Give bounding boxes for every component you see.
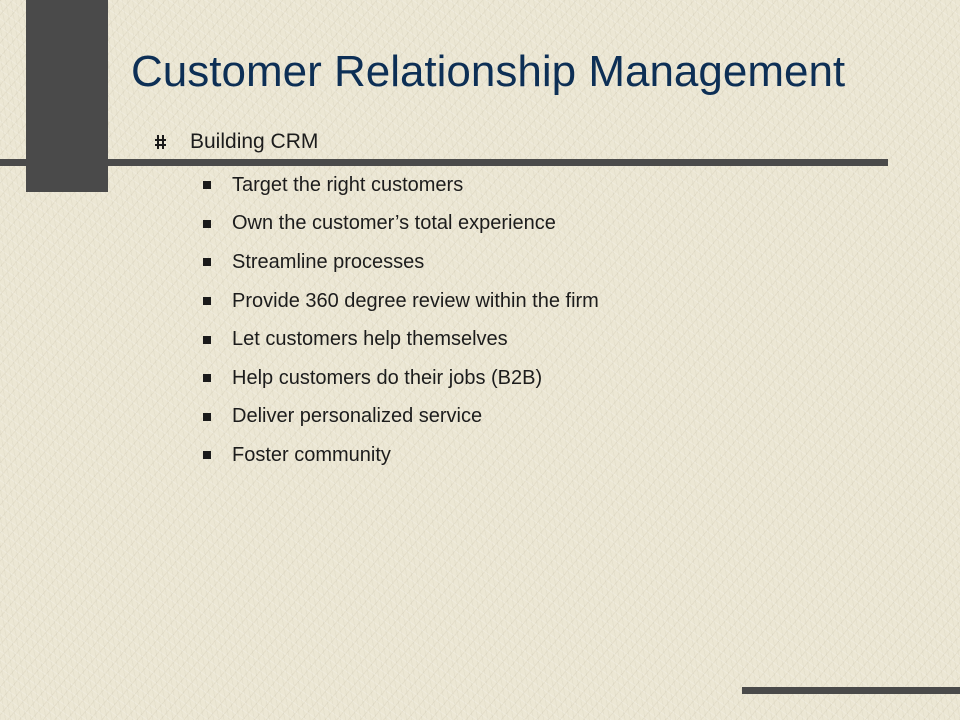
- list-item-text: Target the right customers: [232, 173, 464, 196]
- list-item-text: Deliver personalized service: [232, 405, 483, 428]
- list-item: Foster community: [203, 436, 599, 475]
- list-item: Let customers help themselves: [203, 320, 599, 359]
- list-item-text: Provide 360 degree review within the fir…: [232, 289, 599, 312]
- list-item-text: Let customers help themselves: [232, 328, 508, 351]
- square-bullet-icon: [203, 258, 211, 267]
- list-item-text: Streamline processes: [232, 250, 425, 273]
- square-bullet-icon: [203, 181, 211, 190]
- list-item: Streamline processes: [203, 243, 599, 282]
- slide-title: Customer Relationship Management: [131, 47, 846, 96]
- list-item: Deliver personalized service: [203, 398, 599, 437]
- list-item-text: Own the customer’s total experience: [232, 212, 556, 235]
- square-bullet-icon: [203, 451, 211, 460]
- square-bullet-icon: [203, 219, 211, 228]
- list-item: Target the right customers: [203, 166, 599, 205]
- list-item-text: Foster community: [232, 443, 391, 466]
- list-item: Provide 360 degree review within the fir…: [203, 282, 599, 321]
- list-item: Help customers do their jobs (B2B): [203, 359, 599, 398]
- list-item: Own the customer’s total experience: [203, 205, 599, 244]
- bullet-list: Target the right customers Own the custo…: [203, 166, 599, 475]
- section-heading: Building CRM: [155, 127, 318, 157]
- decorative-bar-top: [0, 159, 888, 166]
- decorative-bar-bottom: [742, 687, 960, 694]
- list-item-text: Help customers do their jobs (B2B): [232, 366, 543, 389]
- section-heading-text: Building CRM: [190, 130, 319, 153]
- square-bullet-icon: [203, 297, 211, 306]
- square-bullet-icon: [203, 335, 211, 344]
- square-bullet-icon: [203, 374, 211, 383]
- square-bullet-icon: [203, 412, 211, 421]
- hash-bullet-icon: [155, 135, 166, 149]
